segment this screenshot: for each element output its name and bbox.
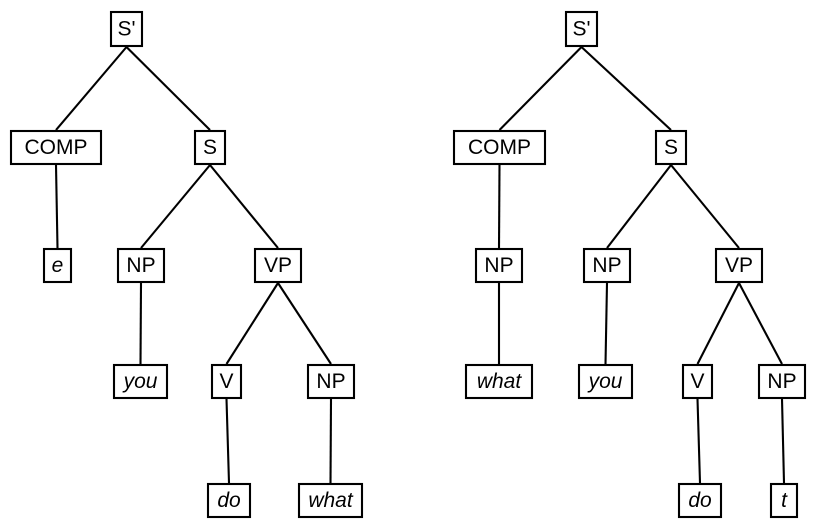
tree-edge [604,282,609,365]
tree-edge [580,46,672,131]
tree-edge [696,282,740,365]
tree-edge [497,164,501,249]
node-box [210,363,243,400]
node-label: do [217,489,241,512]
node-box [464,363,534,400]
tree-edge [54,164,59,249]
tree-edge [277,282,332,365]
node-box [677,482,723,519]
tree-edge [738,282,783,365]
node-label: do [688,489,712,512]
tree-node-np[interactable]: NP [582,247,632,284]
node-box [112,363,169,400]
node-label: VP [264,254,292,277]
tree-node-vp[interactable]: VP [253,247,303,284]
tree-node-s[interactable]: S [193,129,227,166]
tree-node-you[interactable]: you [577,363,634,400]
tree-node-np[interactable]: NP [306,363,356,400]
node-box [116,247,166,284]
node-box [452,129,547,166]
node-label: S' [117,18,135,41]
node-box [9,129,103,166]
tree-node-comp[interactable]: COMP [9,129,103,166]
node-label: NP [767,370,796,393]
node-label: V [219,370,233,393]
node-label: NP [484,254,513,277]
tree-edge [670,164,740,249]
node-box [474,247,524,284]
node-box [769,482,799,519]
tree-node-sbar[interactable]: S' [564,10,599,48]
tree-node-do[interactable]: do [677,482,723,519]
node-box [577,363,634,400]
tree-node-v[interactable]: V [210,363,243,400]
node-label: NP [316,370,345,393]
node-label: S [664,136,678,159]
tree-edge [139,282,143,365]
tree-node-s[interactable]: S [654,129,688,166]
tree-edge [225,398,231,484]
tree-edge [696,398,702,484]
tree-edge [606,164,672,249]
node-label: COMP [468,136,531,159]
node-box [253,247,303,284]
node-label: e [52,254,64,277]
tree-node-do[interactable]: do [206,482,252,519]
tree-edge [780,398,786,484]
node-label: what [477,370,523,393]
tree-node-t[interactable]: t [769,482,799,519]
tree-node-sbar[interactable]: S' [109,10,144,48]
node-label: S [203,136,217,159]
node-label: you [122,370,158,393]
tree-node-np[interactable]: NP [474,247,524,284]
node-label: COMP [25,136,88,159]
tree-node-what[interactable]: what [297,482,364,519]
tree-edge [498,46,583,131]
node-label: NP [126,254,155,277]
node-label: VP [725,254,753,277]
tree-edge [140,164,211,249]
node-label: S' [572,18,590,41]
node-label: V [690,370,704,393]
deep-structure-tree-edges [54,46,333,484]
tree-node-what[interactable]: what [464,363,534,400]
tree-node-comp[interactable]: COMP [452,129,547,166]
node-label: NP [592,254,621,277]
node-box [582,247,632,284]
tree-node-v[interactable]: V [681,363,714,400]
tree-node-vp[interactable]: VP [714,247,764,284]
tree-edge [225,282,279,365]
node-box [654,129,688,166]
tree-node-e[interactable]: e [42,247,73,284]
tree-node-you[interactable]: you [112,363,169,400]
node-box [681,363,714,400]
node-box [757,363,807,400]
node-box [297,482,364,519]
tree-node-np[interactable]: NP [757,363,807,400]
node-box [109,10,144,48]
node-box [206,482,252,519]
node-label: you [587,370,623,393]
node-label: t [781,489,788,512]
edges-layer [54,46,786,484]
tree-edge [55,46,128,131]
tree-edge [125,46,211,131]
tree-edge [209,164,279,249]
node-box [564,10,599,48]
node-box [306,363,356,400]
node-label: what [308,489,354,512]
node-box [42,247,73,284]
tree-node-np[interactable]: NP [116,247,166,284]
surface-structure-tree-nodes: S' COMP S NP NP VP what you V NP do t [452,10,807,519]
surface-structure-tree-edges [497,46,786,484]
node-box [714,247,764,284]
node-box [193,129,227,166]
tree-edge [329,398,333,484]
